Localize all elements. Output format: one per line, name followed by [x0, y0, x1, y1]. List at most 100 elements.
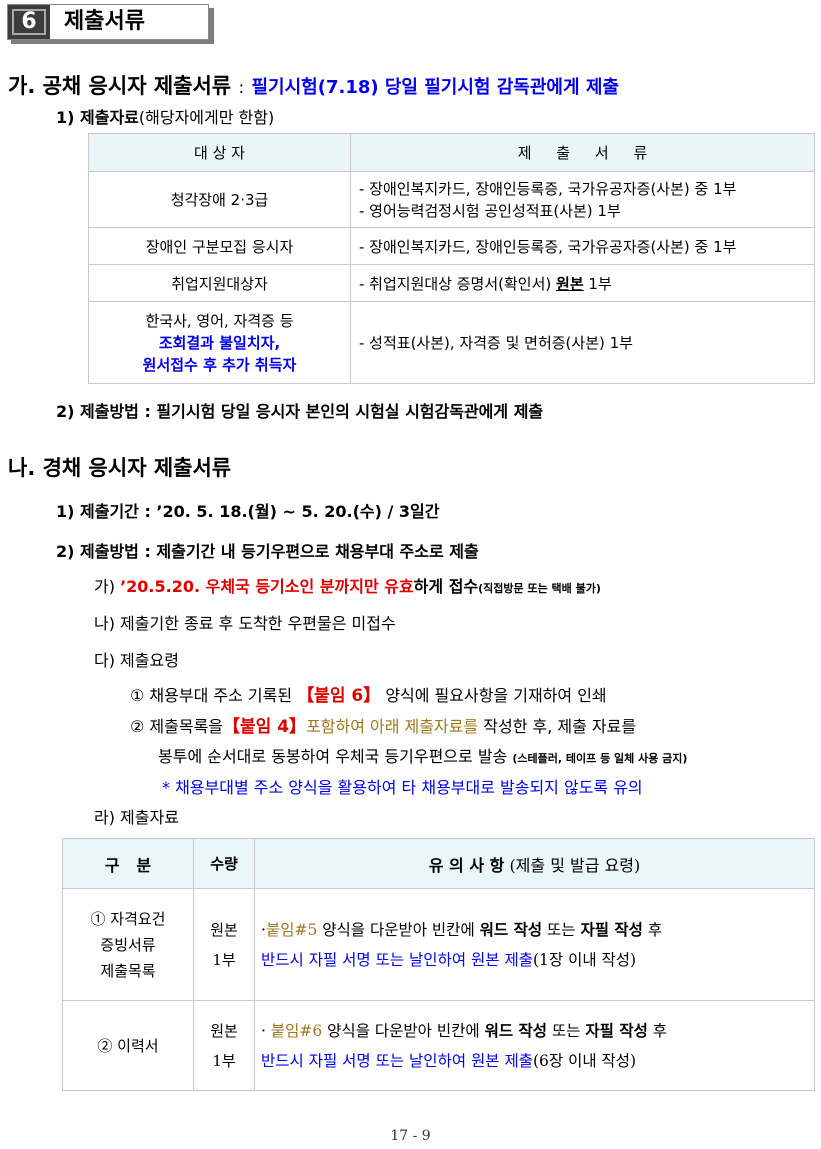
category-line: ① 자격요건	[90, 909, 166, 928]
table-header-row: 대 상 자 제 출 서 류	[88, 133, 815, 172]
row-docs: - 성적표(사본), 자격증 및 면허증(사본) 1부	[350, 301, 815, 384]
header-notes-bold: 유 의 사 항	[428, 855, 505, 875]
quantity-line: 1부	[212, 1051, 236, 1070]
target-line: 한국사, 영어, 자격증 등	[145, 311, 294, 330]
row-quantity: 원본 1부	[193, 1000, 255, 1091]
header-target: 대 상 자	[88, 133, 351, 172]
table-row: ② 이력서 원본 1부 · 붙임#6 양식을 다운받아 빈칸에 워드 작성 또는…	[62, 1000, 815, 1091]
section-a-title: 가. 공채 응시자 제출서류	[8, 74, 232, 98]
row-docs: - 장애인복지카드, 장애인등록증, 국가유공자증(사본) 중 1부	[350, 227, 815, 265]
item-na: 나) 제출기한 종료 후 도착한 우편물은 미접수	[94, 614, 396, 633]
badge-number-text: 6	[21, 9, 37, 34]
note-text: 양식을 다운받아 빈칸에	[327, 1021, 480, 1040]
badge-number: 6	[8, 5, 50, 39]
section-badge: 6 제출서류	[7, 4, 214, 44]
item2-small: (스테플러, 테이프 등 일체 사용 금지)	[512, 752, 688, 765]
item-2-line2: 봉투에 순서대로 동봉하여 우체국 등기우편으로 발송 (스테플러, 테이프 등…	[158, 743, 687, 767]
badge-title: 제출서류	[64, 9, 145, 34]
item2-gold: 포함하여 아래 제출자료를	[306, 717, 479, 736]
section-a-heading: 가. 공채 응시자 제출서류 : 필기시험(7.18) 당일 필기시험 감독관에…	[8, 70, 619, 100]
item-2-note: * 채용부대별 주소 양식을 활용하여 타 채용부대로 발송되지 않도록 유의	[162, 778, 643, 797]
note-bold: 워드 작성	[479, 919, 543, 939]
note-reference: 붙임#5	[265, 920, 318, 939]
row-category: ② 이력서	[62, 1000, 194, 1091]
item1-reference: 【붙임 6】	[297, 686, 381, 706]
table-submission-materials: 구 분 수량 유 의 사 항 (제출 및 발급 요령) ① 자격요건 증빙서류 …	[62, 838, 815, 1091]
item2-line2-text: 봉투에 순서대로 동봉하여 우체국 등기우편으로 발송	[158, 747, 508, 766]
table-target-documents: 대 상 자 제 출 서 류 청각장애 2·3급 - 장애인복지카드, 장애인등록…	[88, 133, 815, 384]
ga-black: 하게 접수	[413, 577, 479, 596]
note-text: 또는	[547, 920, 576, 939]
note-text: 후	[652, 1021, 668, 1040]
section-a-sub2: 2) 제출방법 : 필기시험 당일 응시자 본인의 시험실 시험감독관에게 제출	[56, 402, 544, 421]
page-number: 17 - 9	[390, 1128, 431, 1144]
header-notes: 유 의 사 항 (제출 및 발급 요령)	[254, 838, 815, 889]
doc-original-emphasis: 원본	[556, 274, 584, 293]
header-quantity: 수량	[193, 838, 255, 889]
row-category: ① 자격요건 증빙서류 제출목록	[62, 888, 194, 1001]
item2-suffix: 작성한 후, 제출 자료를	[483, 717, 637, 736]
quantity-line: 원본	[210, 1021, 238, 1040]
doc-line: - 영어능력검정시험 공인성적표(사본) 1부	[359, 201, 621, 220]
row-target: 장애인 구분모집 응시자	[88, 227, 351, 265]
header-category: 구 분	[62, 838, 194, 889]
note-reference: 붙임#6	[270, 1021, 323, 1040]
row-target: 취업지원대상자	[88, 264, 351, 302]
sub1-label: 1) 제출자료	[56, 108, 139, 127]
item-2: ② 제출목록을【붙임 4】포함하여 아래 제출자료를 작성한 후, 제출 자료를	[130, 712, 636, 737]
row-target: 청각장애 2·3급	[88, 171, 351, 228]
category-line: ② 이력서	[97, 1037, 159, 1055]
item-da: 다) 제출요령	[94, 651, 179, 670]
item1-prefix: ① 채용부대 주소 기록된	[130, 686, 293, 705]
item-ga: 가) ’20.5.20. 우체국 등기소인 분까지만 유효하게 접수(직접방문 …	[94, 573, 601, 597]
note-blue: 반드시 자필 서명 또는 날인하여 원본 제출	[261, 1051, 533, 1070]
section-b-heading: 나. 경채 응시자 제출서류	[8, 456, 232, 480]
quantity-line: 원본	[210, 920, 238, 939]
item1-suffix: 양식에 필요사항을 기재하여 인쇄	[385, 686, 607, 705]
header-notes-normal: (제출 및 발급 요령)	[509, 855, 641, 875]
note-text: 양식을 다운받아 빈칸에	[322, 920, 475, 939]
ga-small: (직접방문 또는 택배 불가)	[478, 582, 601, 595]
category-line: 증빙서류	[100, 935, 156, 954]
item-1: ① 채용부대 주소 기록된 【붙임 6】 양식에 필요사항을 기재하여 인쇄	[130, 681, 607, 706]
notes-line-2: 반드시 자필 서명 또는 날인하여 원본 제출(1장 이내 작성)	[261, 945, 808, 975]
section-a-colon: :	[238, 78, 245, 98]
target-line-blue: 조회결과 불일치자,	[158, 333, 281, 352]
header-documents: 제 출 서 류	[350, 133, 815, 172]
note-text: 또는	[551, 1021, 581, 1040]
table-row: ① 자격요건 증빙서류 제출목록 원본 1부 ·붙임#5 양식을 다운받아 빈칸…	[62, 888, 815, 1001]
note-bold: 자필 작성	[585, 1020, 648, 1040]
doc-prefix: - 취업지원대상 증명서(확인서)	[359, 274, 557, 293]
sub1-note: (해당자에게만 한함)	[138, 108, 275, 127]
note-end: (6장 이내 작성)	[532, 1051, 637, 1070]
note-end: (1장 이내 작성)	[532, 950, 637, 969]
table-row: 한국사, 영어, 자격증 등 조회결과 불일치자, 원서접수 후 추가 취득자 …	[88, 301, 815, 384]
doc-suffix: 1부	[583, 274, 612, 293]
badge-number-frame	[12, 9, 46, 35]
table-row: 취업지원대상자 - 취업지원대상 증명서(확인서) 원본 1부	[88, 264, 815, 302]
note-bold: 워드 작성	[484, 1020, 548, 1040]
section-b-sub1: 1) 제출기간 : ’20. 5. 18.(월) ~ 5. 20.(수) / 3…	[56, 502, 440, 521]
section-a-note: 필기시험(7.18) 당일 필기시험 감독관에게 제출	[251, 77, 619, 98]
item-ra: 라) 제출자료	[94, 808, 179, 827]
row-notes: · 붙임#6 양식을 다운받아 빈칸에 워드 작성 또는 자필 작성 후 반드시…	[254, 1000, 815, 1091]
ga-prefix: 가)	[94, 577, 115, 596]
notes-line-2: 반드시 자필 서명 또는 날인하여 원본 제출(6장 이내 작성)	[261, 1046, 808, 1076]
notes-line-1: · 붙임#6 양식을 다운받아 빈칸에 워드 작성 또는 자필 작성 후	[261, 1020, 668, 1040]
target-line-blue: 원서접수 후 추가 취득자	[142, 355, 297, 374]
section-b-sub2: 2) 제출방법 : 제출기간 내 등기우편으로 채용부대 주소로 제출	[56, 542, 479, 561]
category-line: 제출목록	[100, 961, 156, 980]
table-header-row: 구 분 수량 유 의 사 항 (제출 및 발급 요령)	[62, 838, 815, 889]
item2-prefix: ② 제출목록을	[130, 717, 224, 736]
quantity-line: 1부	[212, 950, 236, 969]
note-blue: 반드시 자필 서명 또는 날인하여 원본 제출	[261, 950, 533, 969]
note-bold: 자필 작성	[580, 919, 643, 939]
row-notes: ·붙임#5 양식을 다운받아 빈칸에 워드 작성 또는 자필 작성 후 반드시 …	[254, 888, 815, 1001]
notes-line-1: ·붙임#5 양식을 다운받아 빈칸에 워드 작성 또는 자필 작성 후	[261, 919, 663, 939]
table-row: 장애인 구분모집 응시자 - 장애인복지카드, 장애인등록증, 국가유공자증(사…	[88, 227, 815, 265]
item2-reference: 【붙임 4】	[223, 717, 307, 737]
ga-red: ’20.5.20. 우체국 등기소인 분까지만 유효	[120, 577, 414, 596]
row-quantity: 원본 1부	[193, 888, 255, 1001]
row-docs: - 장애인복지카드, 장애인등록증, 국가유공자증(사본) 중 1부 - 영어능…	[350, 171, 815, 228]
doc-line: - 장애인복지카드, 장애인등록증, 국가유공자증(사본) 중 1부	[359, 179, 737, 198]
